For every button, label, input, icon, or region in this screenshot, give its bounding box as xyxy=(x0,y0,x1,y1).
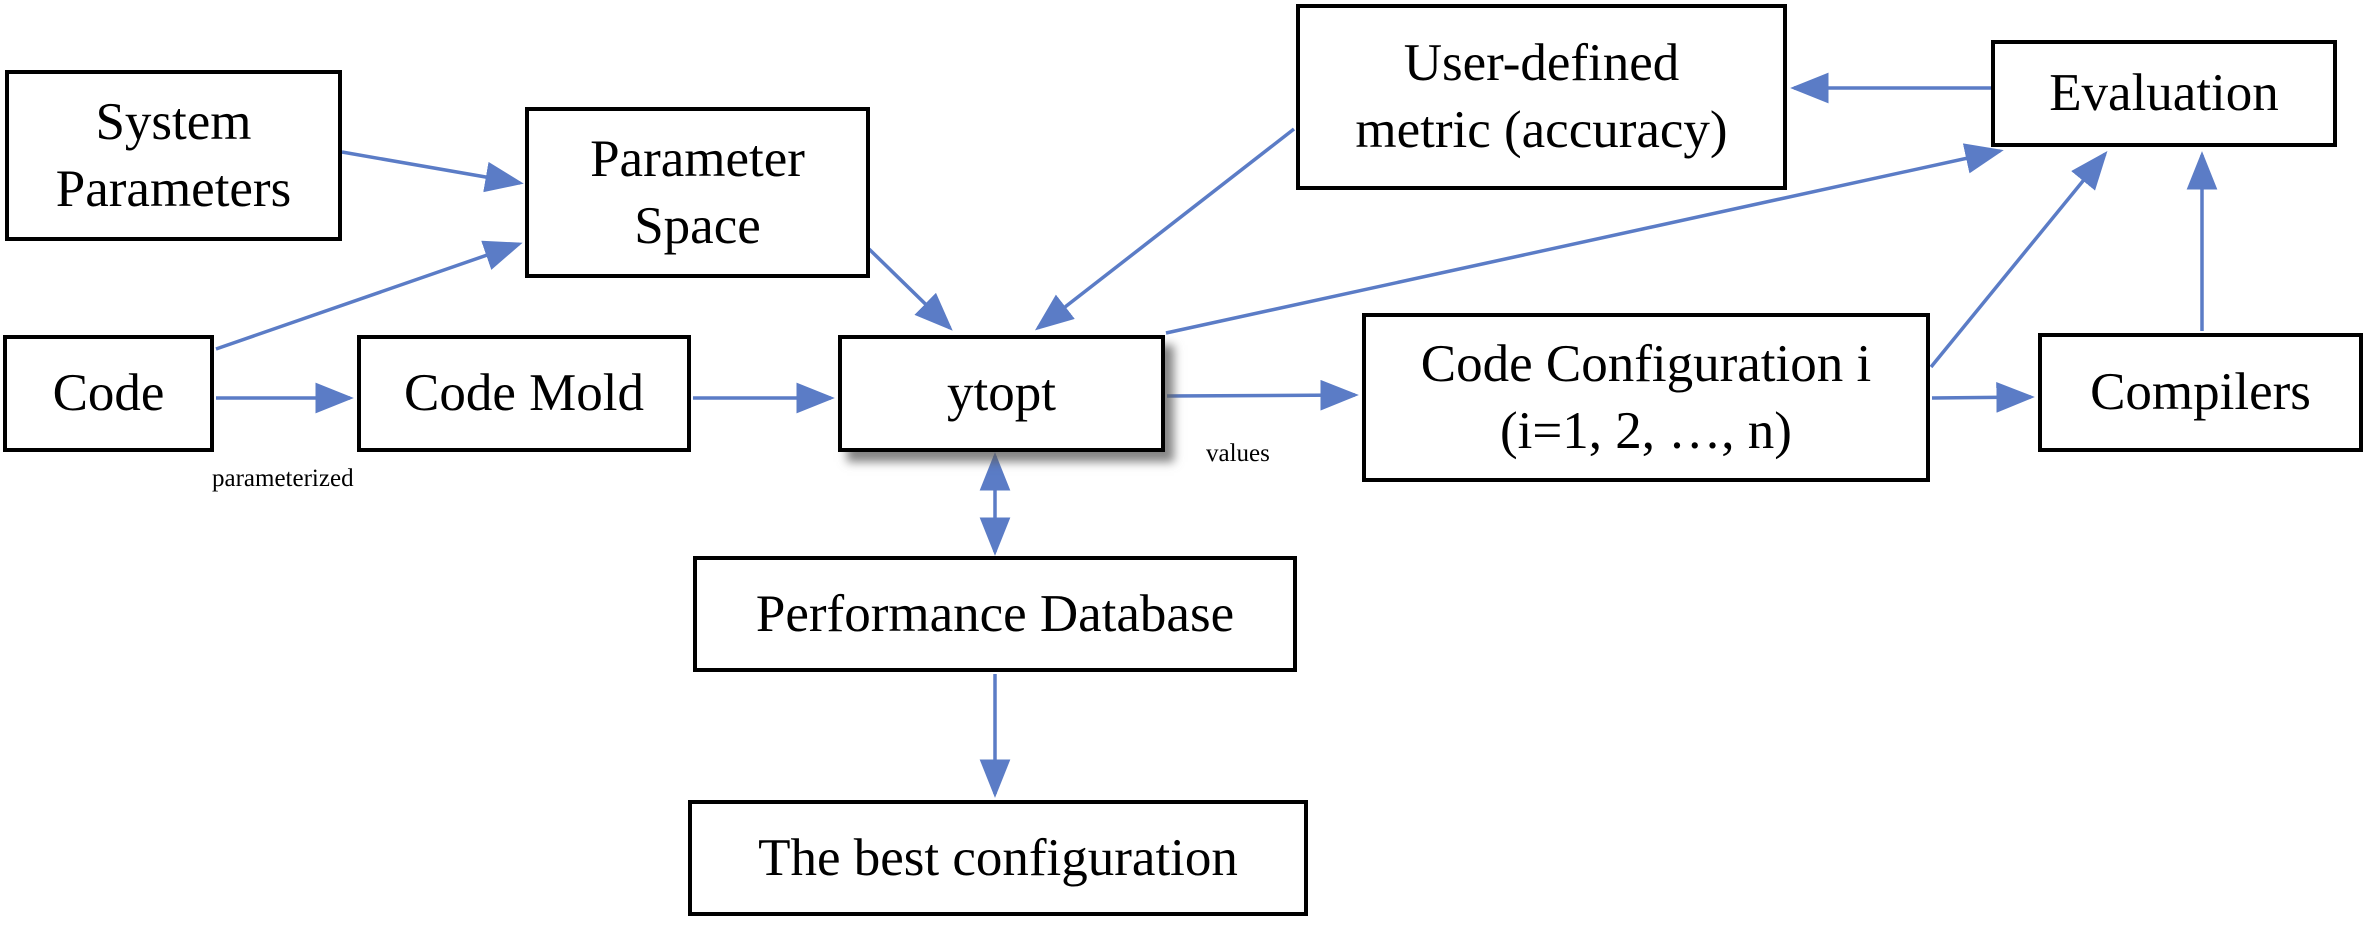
arrow-code-configuration-to-compilers xyxy=(1931,381,2035,413)
node-system-parameters: System Parameters xyxy=(5,70,342,241)
arrow-parameter-space-to-ytopt xyxy=(867,247,953,331)
node-code: Code xyxy=(3,335,214,452)
edge-label-parameterized: parameterized xyxy=(212,465,354,492)
node-ytopt: ytopt xyxy=(838,335,1165,452)
arrow-ytopt-to-code-configuration xyxy=(1166,379,1359,411)
node-evaluation: Evaluation xyxy=(1991,40,2337,147)
node-compilers: Compilers xyxy=(2038,333,2363,452)
arrow-code-to-parameter-space xyxy=(215,240,523,351)
node-code-mold: Code Mold xyxy=(357,335,691,452)
node-code-configuration: Code Configuration i (i=1, 2, …, n) xyxy=(1362,313,1930,482)
arrow-user-defined-metric-to-ytopt xyxy=(1034,127,1296,331)
edge-label-values: values xyxy=(1206,440,1270,467)
arrow-ytopt-to-evaluation xyxy=(1165,143,2004,335)
node-user-defined-metric: User-defined metric (accuracy) xyxy=(1296,4,1787,190)
node-parameter-space: Parameter Space xyxy=(525,107,870,278)
arrow-system-parameters-to-parameter-space xyxy=(341,150,524,193)
node-performance-database: Performance Database xyxy=(693,556,1297,672)
node-best-configuration: The best configuration xyxy=(688,800,1308,916)
arrow-code-configuration-to-evaluation xyxy=(1929,151,2108,369)
